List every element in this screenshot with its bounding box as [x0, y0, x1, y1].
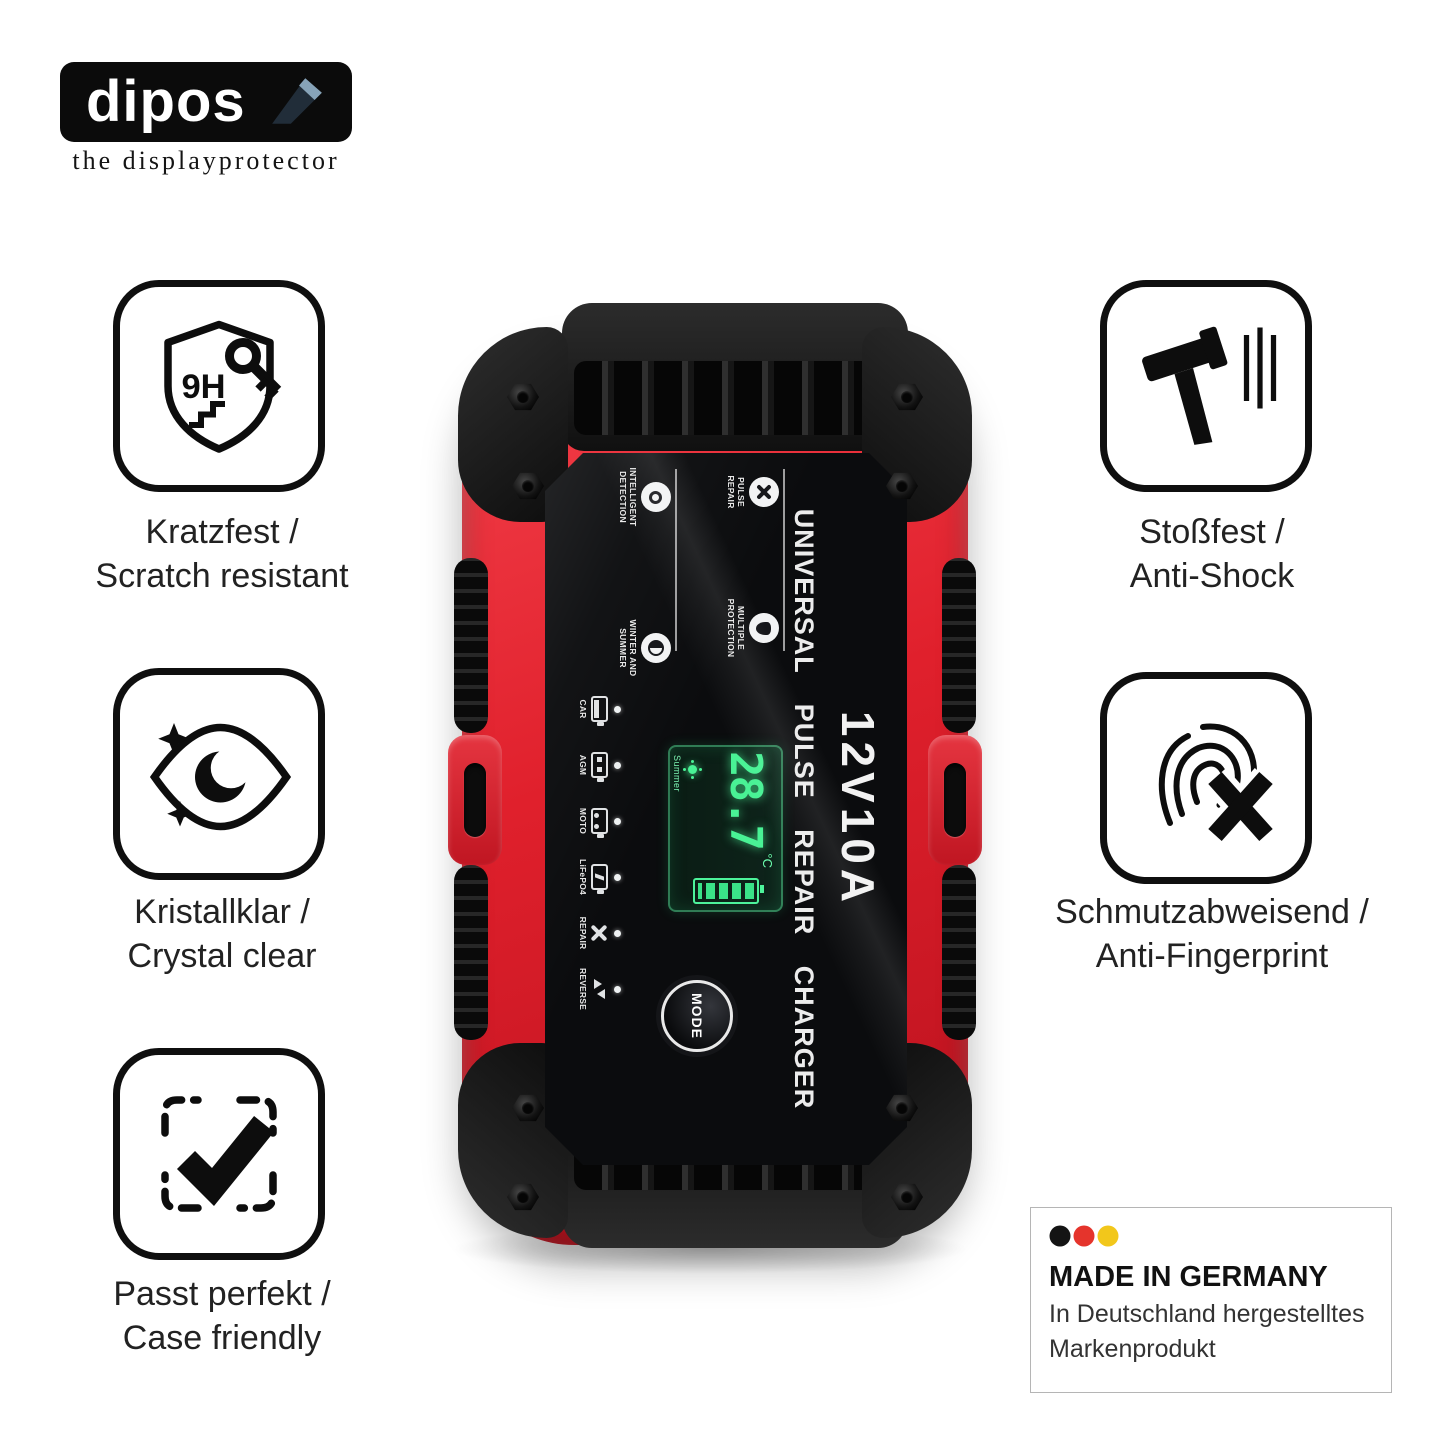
- made-in-germany-title: MADE IN GERMANY: [1049, 1261, 1328, 1293]
- reverse-arrows-icon: [591, 976, 608, 1002]
- agm-battery-icon: [591, 752, 608, 778]
- mode-repair: REPAIR: [578, 905, 621, 961]
- mode-lifepo4: LiFePO4: [578, 849, 621, 905]
- scratch-resistant-caption: Kratzfest / Scratch resistant: [95, 513, 349, 595]
- side-tab-slot: [944, 763, 966, 837]
- repair-tools-icon: [591, 920, 608, 946]
- pulse-repair-icon: [749, 477, 779, 507]
- anti-shock-feature: [1100, 280, 1312, 492]
- made-in-germany-line2: Markenprodukt: [1049, 1335, 1216, 1363]
- svg-text:9H: 9H: [182, 368, 226, 406]
- anti-shock-caption: Stoßfest / Anti-Shock: [1129, 513, 1295, 595]
- led-dot: [614, 818, 621, 825]
- side-tab: [928, 735, 982, 865]
- crystal-clear-caption: Kristallklar / Crystal clear: [127, 893, 317, 975]
- crystal-clear-feature: [113, 668, 325, 880]
- mode-button: MODE: [661, 980, 733, 1052]
- fingerprint-x-icon: [1158, 723, 1278, 846]
- case-friendly-feature: [113, 1048, 325, 1260]
- divider-line: [783, 469, 785, 651]
- mode-agm: AGM: [578, 737, 621, 793]
- eye-crescent-icon: [149, 723, 292, 831]
- device-rating: 12V10A: [832, 710, 884, 908]
- charger-front-panel: 12V10A UNIVERSAL PULSE REPAIR CHARGER PU…: [545, 453, 907, 1165]
- anti-fingerprint-feature: [1100, 672, 1312, 884]
- divider-line: [675, 469, 677, 651]
- side-grip: [454, 558, 488, 733]
- panel-content: 12V10A UNIVERSAL PULSE REPAIR CHARGER PU…: [545, 453, 907, 1165]
- top-grip-slots: [574, 361, 896, 435]
- battery-charger-product: 12V10A UNIVERSAL PULSE REPAIR CHARGER PU…: [448, 303, 982, 1248]
- winter-summer-icon: [641, 633, 671, 663]
- lcd-season: Summer: [672, 755, 682, 793]
- made-in-germany-line1: In Deutschland hergestelltes: [1049, 1300, 1365, 1328]
- lcd-unit: °C: [760, 853, 775, 868]
- led-dot: [614, 706, 621, 713]
- device-title: UNIVERSAL PULSE REPAIR CHARGER: [789, 508, 819, 1110]
- battery-gauge-icon: [693, 878, 759, 904]
- mode-car: CAR: [578, 681, 621, 737]
- case-friendly-caption: Passt perfekt / Case friendly: [113, 1275, 331, 1357]
- led-dot: [614, 930, 621, 937]
- brand-name: dipos: [86, 69, 246, 134]
- shield-9h-key-icon: 9H: [164, 320, 282, 453]
- lcd-display: 28.7 °C Summer: [668, 745, 783, 912]
- car-icon: [591, 696, 608, 722]
- led-dot: [614, 762, 621, 769]
- brand-tagline: the displayprotector: [72, 146, 340, 175]
- frame-checkmark-icon: [161, 1096, 277, 1212]
- charger-top-grip: [562, 303, 908, 451]
- mode-reverse: REVERSE: [578, 961, 621, 1017]
- multiple-protection-icon: [749, 613, 779, 643]
- made-in-germany-badge: MADE IN GERMANY In Deutschland hergestel…: [1030, 1207, 1392, 1393]
- sun-icon: [688, 765, 697, 774]
- lifepo4-battery-icon: [591, 864, 608, 890]
- side-grip: [454, 865, 488, 1040]
- lcd-temperature: 28.7: [720, 751, 771, 849]
- side-tab-slot: [464, 763, 486, 837]
- intelligent-detection-icon: [641, 482, 671, 512]
- led-dot: [614, 986, 621, 993]
- side-grip: [942, 558, 976, 733]
- side-grip: [942, 865, 976, 1040]
- scratch-resistant-feature: 9H: [113, 280, 325, 492]
- led-dot: [614, 874, 621, 881]
- side-tab: [448, 735, 502, 865]
- protector-corner-icon: [268, 72, 326, 135]
- motorcycle-icon: [591, 808, 608, 834]
- hammer-icon: [1142, 326, 1277, 445]
- mode-moto: MOTO: [578, 793, 621, 849]
- german-flag-dots-icon: [1049, 1225, 1119, 1247]
- anti-fingerprint-caption: Schmutzabweisend / Anti-Fingerprint: [1055, 893, 1369, 975]
- dipos-logo: dipos: [60, 62, 352, 142]
